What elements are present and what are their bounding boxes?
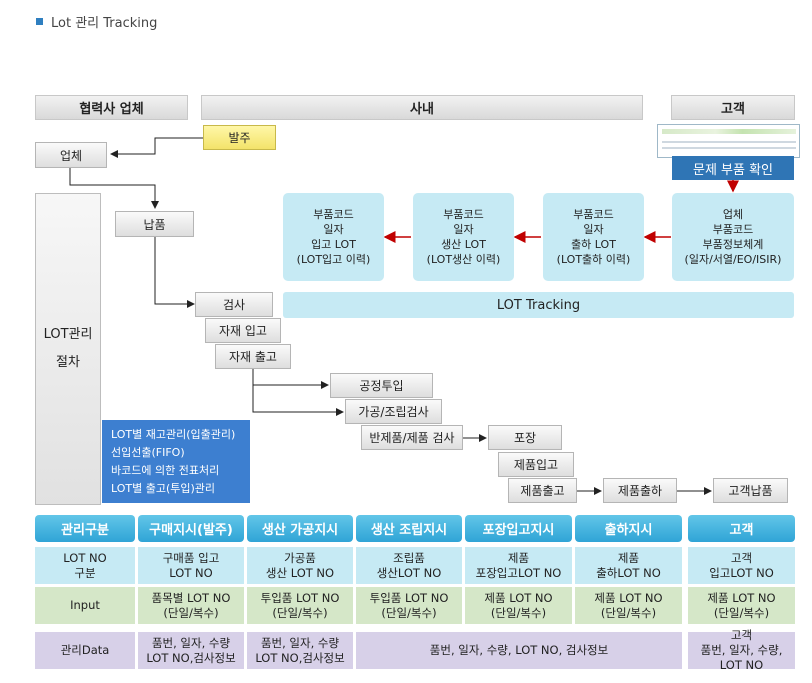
cell-text: 제품 출하LOT NO (596, 550, 661, 580)
product-ship-box: 제품출하 (603, 478, 677, 503)
table-header-purchase-order: 구매지시(발주) (138, 515, 244, 542)
cell-text: 품번, 일자, 수량 LOT NO,검사정보 (146, 635, 236, 665)
trace-text: 부품코드 (712, 223, 754, 236)
table-header-production-machining: 생산 가공지시 (247, 515, 353, 542)
trace-box-shipping-lot: 부품코드 일자 출하 LOT (LOT출하 이력) (543, 193, 644, 281)
vendor-box: 업체 (35, 142, 107, 168)
table-header-packing-receiving: 포장입고지시 (465, 515, 572, 542)
table-cell: 제품 LOT NO (단일/복수) (465, 587, 572, 624)
trace-text: 일자 (323, 223, 344, 236)
table-cell: 구매품 입고 LOT NO (138, 547, 244, 584)
assembly-inspection-box: 가공/조립검사 (345, 399, 442, 424)
problem-part-check-box: 문제 부품 확인 (672, 156, 794, 180)
cell-text: 조립품 생산LOT NO (376, 550, 442, 580)
material-in-box: 자재 입고 (205, 318, 281, 343)
cell-text: 제품 LOT NO (단일/복수) (594, 590, 663, 620)
row-label-input: Input (35, 587, 135, 624)
cell-text: 제품 LOT NO (단일/복수) (707, 590, 776, 620)
trace-text: (LOT생산 이력) (426, 253, 501, 266)
delivery-box: 납품 (115, 211, 194, 237)
row-label-management-data: 관리Data (35, 632, 135, 669)
trace-text: 출하 LOT (571, 238, 616, 251)
cell-text: 투입품 LOT NO (단일/복수) (260, 590, 340, 620)
trace-box-production-lot: 부품코드 일자 생산 LOT (LOT생산 이력) (413, 193, 514, 281)
trace-text: 생산 LOT (441, 238, 486, 251)
row-label-lot-no: LOT NO 구분 (35, 547, 135, 584)
trace-text: (LOT입고 이력) (296, 253, 371, 266)
table-header-category: 관리구분 (35, 515, 135, 542)
table-cell: 투입품 LOT NO (단일/복수) (356, 587, 462, 624)
customer-screen-thumbnail (657, 124, 800, 158)
trace-text: 부품코드 (573, 208, 614, 221)
cell-text: 고객 입고LOT NO (709, 550, 774, 580)
info-line: LOT별 재고관리(입출관리) (111, 428, 236, 441)
cell-text: 고객 품번, 일자, 수량, LOT NO (700, 628, 783, 672)
trace-box-receiving-lot: 부품코드 일자 입고 LOT (LOT입고 이력) (283, 193, 384, 281)
info-line: LOT별 출고(투입)관리 (111, 482, 216, 495)
cell-text: Input (70, 598, 100, 612)
table-cell: 제품 LOT NO (단일/복수) (688, 587, 795, 624)
page-title: Lot 관리 Tracking (36, 12, 157, 31)
table-cell: 고객 입고LOT NO (688, 547, 795, 584)
cell-text: 관리Data (60, 643, 110, 657)
cell-text: 품번, 일자, 수량, LOT NO, 검사정보 (429, 643, 609, 657)
info-line: 바코드에 의한 전표처리 (111, 464, 220, 477)
lot-tracking-bar: LOT Tracking (283, 292, 794, 318)
trace-text: (일자/서열/EO/ISIR) (684, 253, 782, 266)
lot-management-info-box: LOT별 재고관리(입출관리) 선입선출(FIFO) 바코드에 의한 전표처리 … (102, 420, 250, 503)
trace-text: 업체 (722, 208, 744, 221)
customer-delivery-box: 고객납품 (713, 478, 788, 503)
packing-box: 포장 (488, 425, 562, 450)
table-header-shipping: 출하지시 (575, 515, 682, 542)
cell-text: 가공품 생산 LOT NO (265, 550, 335, 580)
product-out-box: 제품출고 (508, 478, 577, 503)
semi-product-inspection-box: 반제품/제품 검사 (361, 425, 463, 450)
table-cell: 제품 포장입고LOT NO (465, 547, 572, 584)
table-cell: 품목별 LOT NO (단일/복수) (138, 587, 244, 624)
trace-text: 부품코드 (313, 208, 354, 221)
table-cell: 조립품 생산LOT NO (356, 547, 462, 584)
title-bullet-icon (36, 18, 43, 25)
cell-text: 품목별 LOT NO (단일/복수) (151, 590, 231, 620)
cell-text: LOT NO 구분 (63, 550, 107, 580)
table-cell: 제품 출하LOT NO (575, 547, 682, 584)
material-out-box: 자재 출고 (215, 344, 291, 369)
table-cell: 고객 품번, 일자, 수량, LOT NO (688, 628, 795, 672)
lot-procedure-box: LOT관리 절차 (35, 193, 101, 505)
trace-text: 부품정보체계 (702, 238, 764, 251)
cell-text: 제품 포장입고LOT NO (475, 550, 562, 580)
product-in-box: 제품입고 (498, 452, 574, 477)
table-cell: 가공품 생산 LOT NO (247, 547, 353, 584)
table-header-production-assembly: 생산 조립지시 (356, 515, 462, 542)
info-line: 선입선출(FIFO) (111, 446, 185, 459)
trace-text: 일자 (583, 223, 604, 236)
trace-text: 입고 LOT (311, 238, 356, 251)
process-input-box: 공정투입 (330, 373, 433, 398)
table-header-customer: 고객 (688, 515, 795, 542)
table-cell: 품번, 일자, 수량 LOT NO,검사정보 (138, 632, 244, 669)
table-cell: 품번, 일자, 수량 LOT NO,검사정보 (247, 632, 353, 669)
table-cell: 투입품 LOT NO (단일/복수) (247, 587, 353, 624)
order-box: 발주 (203, 125, 276, 150)
cell-text: 구매품 입고 LOT NO (162, 550, 220, 580)
table-cell-merged: 품번, 일자, 수량, LOT NO, 검사정보 (356, 632, 682, 669)
header-internal: 사내 (201, 95, 643, 120)
trace-box-vendor-info: 업체 부품코드 부품정보체계 (일자/서열/EO/ISIR) (672, 193, 794, 281)
header-customer: 고객 (671, 95, 795, 120)
cell-text: 품번, 일자, 수량 LOT NO,검사정보 (255, 635, 345, 665)
inspection-box: 검사 (195, 292, 273, 317)
lot-procedure-line2: 절차 (56, 355, 80, 370)
cell-text: 투입품 LOT NO (단일/복수) (369, 590, 449, 620)
header-partner: 협력사 업체 (35, 95, 188, 120)
lot-procedure-line1: LOT관리 (43, 327, 93, 342)
page-title-text: Lot 관리 Tracking (51, 16, 158, 31)
trace-text: 일자 (453, 223, 474, 236)
cell-text: 제품 LOT NO (단일/복수) (484, 590, 553, 620)
trace-text: 부품코드 (443, 208, 484, 221)
trace-text: (LOT출하 이력) (556, 253, 631, 266)
table-cell: 제품 LOT NO (단일/복수) (575, 587, 682, 624)
